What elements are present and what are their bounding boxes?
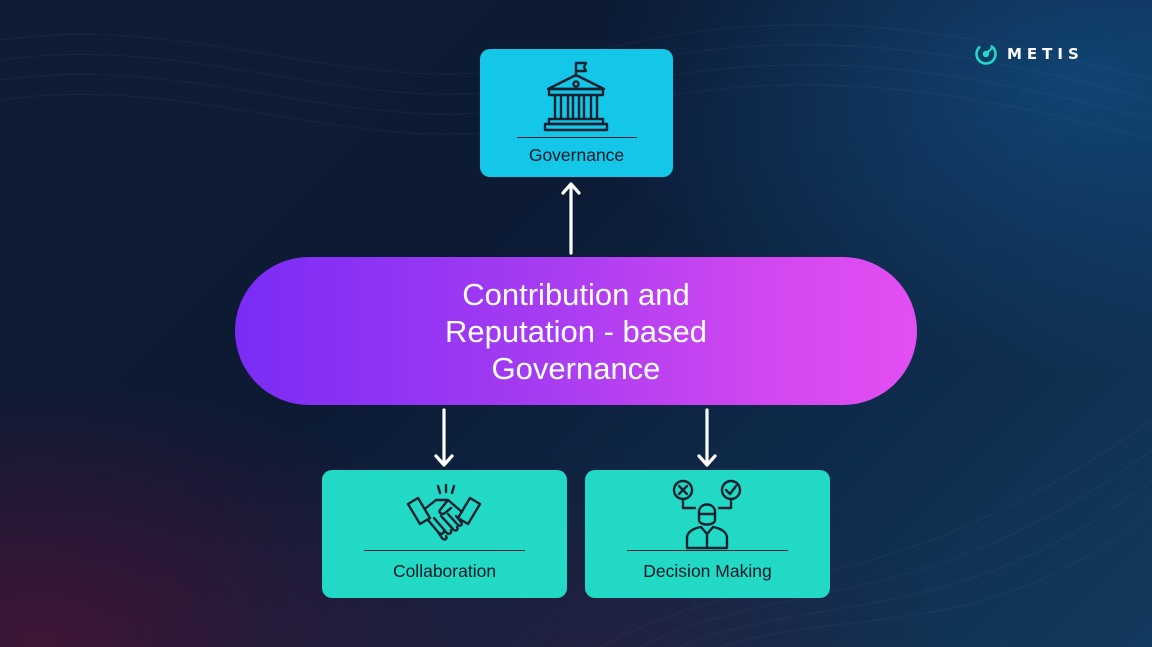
arrow-down-to-decision-making xyxy=(697,408,717,467)
metis-logo: METIS xyxy=(974,42,1084,66)
decision-person-icon xyxy=(672,479,742,550)
collaboration-divider xyxy=(364,550,525,551)
courthouse-icon xyxy=(543,61,609,132)
decision-making-divider xyxy=(627,550,788,551)
collaboration-label: Collaboration xyxy=(392,561,497,581)
collaboration-card: Collaboration xyxy=(322,470,567,598)
logo-text: METIS xyxy=(1007,45,1084,63)
central-concept-pill: Contribution and Reputation - based Gove… xyxy=(235,257,917,405)
central-concept-title: Contribution and Reputation - based Gove… xyxy=(445,276,707,386)
metis-logo-icon xyxy=(975,43,997,65)
governance-card: Governance xyxy=(480,49,673,177)
arrow-down-to-collaboration xyxy=(434,408,454,467)
governance-divider xyxy=(517,137,637,138)
decision-making-card: Decision Making xyxy=(585,470,830,598)
handshake-icon xyxy=(406,483,482,541)
arrow-up-to-governance xyxy=(561,182,581,255)
decision-making-label: Decision Making xyxy=(643,561,772,581)
governance-label: Governance xyxy=(528,145,625,165)
